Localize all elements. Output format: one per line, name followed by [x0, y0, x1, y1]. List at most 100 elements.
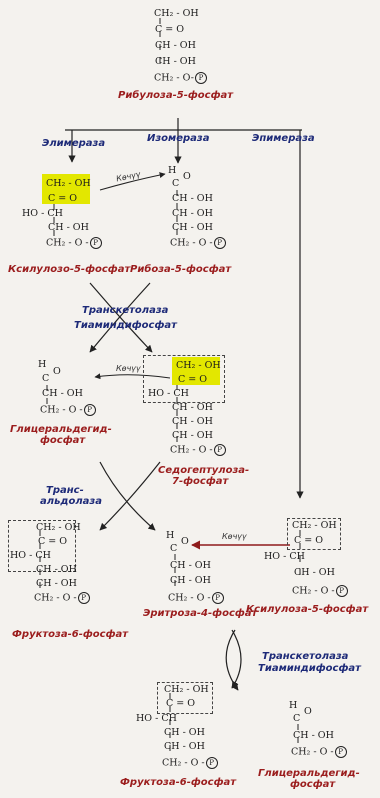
ribose-line-c: C: [172, 178, 180, 189]
phosphate-icon: P: [205, 757, 218, 769]
fructose1-transfer-box: [8, 520, 76, 572]
fructose2-line-4: CH - OH: [164, 727, 205, 738]
sedo-line-2: C = O: [178, 374, 208, 385]
fructose1-line-2: C = O: [38, 536, 68, 547]
glyceraldehyde1-line-3: CH - OH: [42, 388, 83, 399]
sedo-line-6: CH - OH: [172, 430, 213, 441]
glyceraldehyde2-line-h: H: [289, 700, 298, 711]
epimerase-right-label: Эпимераза: [252, 133, 315, 144]
erythrose-line-o: O: [181, 536, 189, 547]
phosphate-icon: P: [194, 72, 207, 84]
glyceraldehyde2-line-3: CH - OH: [293, 730, 334, 741]
sedo-line-3: HO - CH: [148, 388, 189, 399]
transfer-arrow-2: [94, 373, 171, 380]
fructose2-label: Фруктоза-6-фосфат: [120, 777, 237, 788]
sedo-line-5: CH - OH: [172, 416, 213, 427]
xylulose2-line-1: CH₂ - OH: [292, 520, 337, 531]
fructose1-line-5: CH - OH: [36, 578, 77, 589]
transfer-label-3: Көчүү: [222, 532, 247, 541]
erythrose-line-h: H: [166, 530, 175, 541]
fructose1-line-3: HO - CH: [10, 550, 51, 561]
xylulose2-line-5: CH₂ - O -P: [292, 585, 348, 597]
fructose1-line-1: CH₂ - OH: [36, 522, 81, 533]
xylulose1-line-2: C = O: [48, 193, 78, 204]
ribulose-line-5: CH₂ - O-P: [154, 72, 207, 84]
erythrose-line-4: CH - OH: [170, 575, 211, 586]
tpp-1-label: Тиаминдифосфат: [74, 320, 177, 331]
sedo-line-4: CH - OH: [172, 402, 213, 413]
fructose2-line-1: CH₂ - OH: [164, 684, 209, 695]
erythrose-line-5: CH₂ - O -P: [168, 592, 224, 604]
xylulose2-line-3: HO - CH: [264, 551, 305, 562]
xylulose1-line-3: HO - CH: [22, 208, 63, 219]
glyceraldehyde2-line-c: C: [293, 713, 301, 724]
phosphate-icon: P: [213, 237, 226, 249]
ribulose-line-3: CH - OH: [155, 40, 196, 51]
erythrose-label: Эритроза-4-фосфат: [143, 608, 258, 619]
ribose-label: Рибоза-5-фосфат: [130, 264, 232, 275]
ribulose-label: Рибулоза-5-фосфат: [118, 90, 234, 101]
sedoheptulose-label-2: 7-фосфат: [172, 476, 229, 487]
ta-arrow-b: [99, 461, 161, 531]
ribose-line-3: CH - OH: [172, 193, 213, 204]
fructose2-line-3: HO - CH: [136, 713, 177, 724]
transketolase-1-label: Транскетолаза: [82, 305, 169, 316]
ribulose-line-2: C = O: [155, 24, 185, 35]
transaldolase-label-1: Транс-: [46, 485, 84, 496]
glyceraldehyde1-line-4: CH₂ - O -P: [40, 404, 96, 416]
transfer-label-2: Көчүү: [116, 364, 141, 373]
glyceraldehyde1-line-h: H: [38, 359, 47, 370]
xylulose1-label: Ксилулозо-5-фосфат: [8, 264, 131, 275]
phosphate-icon: P: [77, 592, 90, 604]
phosphate-icon: P: [335, 585, 348, 597]
isomerase-label: Изомераза: [147, 133, 210, 144]
glyceraldehyde2-label-2: фосфат: [290, 779, 336, 790]
fructose2-line-2: C = O: [166, 698, 196, 709]
fructose2-line-5: CH - OH: [164, 741, 205, 752]
transaldolase-label-2: альдолаза: [40, 496, 102, 507]
transketolase-2-label: Транскетолаза: [262, 651, 349, 662]
ribose-line-h: H: [168, 165, 177, 176]
glyceraldehyde1-label-1: Глицеральдегид-: [10, 424, 112, 435]
ribulose-line-4: CH - OH: [155, 56, 196, 67]
sedoheptulose-highlight: [172, 357, 220, 385]
glyceraldehyde1-line-o: O: [53, 366, 61, 377]
sedo-line-1: CH₂ - OH: [176, 360, 221, 371]
xylulose1-line-1: CH₂ - OH: [46, 178, 91, 189]
xylulose2-transfer-box: [287, 518, 341, 550]
ta-arrow-a: [99, 461, 156, 531]
xylulose1-highlight: [42, 174, 90, 204]
xylulose2-line-2: C = O: [294, 535, 324, 546]
xylulose1-line-4: CH - OH: [48, 222, 89, 233]
tk2-arrow-b: [225, 629, 239, 691]
fructose2-transfer-box: [157, 682, 213, 714]
xylulose1-line-5: CH₂ - O -P: [46, 237, 102, 249]
glyceraldehyde2-line-o: O: [304, 706, 312, 717]
erythrose-line-3: CH - OH: [170, 560, 211, 571]
epimerase-left-label: Элимераза: [42, 138, 106, 149]
ribose-line-4: CH - OH: [172, 208, 213, 219]
sedoheptulose-transfer-box: [143, 355, 225, 403]
xylulose2-line-4: CH - OH: [294, 567, 335, 578]
ribose-line-o: O: [183, 171, 191, 182]
glyceraldehyde1-line-c: C: [42, 373, 50, 384]
phosphate-icon: P: [211, 592, 224, 604]
phosphate-icon: P: [334, 746, 347, 758]
fructose1-line-6: CH₂ - O -P: [34, 592, 90, 604]
tk2-arrow-a: [231, 629, 242, 689]
glyceraldehyde2-label-1: Глицеральдегид-: [258, 768, 360, 779]
ribulose-line-1: CH₂ - OH: [154, 8, 199, 19]
fructose1-line-4: CH - OH: [36, 564, 77, 575]
phosphate-icon: P: [83, 404, 96, 416]
phosphate-icon: P: [213, 444, 226, 456]
tk1-arrow-b: [89, 282, 151, 353]
tpp-2-label: Тиаминдифосфат: [258, 663, 361, 674]
sedoheptulose-label-1: Седогептулоза-: [158, 465, 250, 476]
erythrose-line-c: C: [170, 543, 178, 554]
phosphate-icon: P: [89, 237, 102, 249]
transfer-arrow-1: [99, 172, 166, 191]
ribose-line-5: CH - OH: [172, 222, 213, 233]
fructose2-line-6: CH₂ - O -P: [162, 757, 218, 769]
